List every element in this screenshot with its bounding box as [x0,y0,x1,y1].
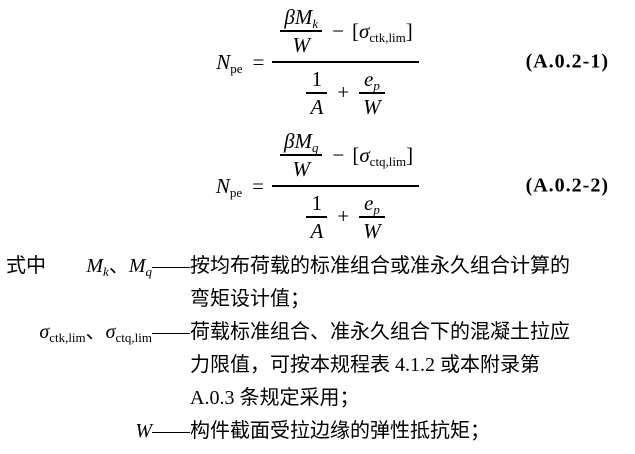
main-numerator: βMq W − [σctq,lim] [272,125,419,185]
enumeration-comma: 、 [108,255,129,277]
definition-dash: —— [152,255,190,277]
one-numerator: 1 [311,67,323,91]
definition-text-mk-mq: 按均布荷载的标准组合或准永久组合计算的弯矩设计值； [190,255,570,310]
definition-mk-mq: 式中 Mk、Mq —— 按均布荷载的标准组合或准永久组合计算的弯矩设计值； [0,250,635,316]
term-w: W [135,420,152,442]
w-denominator: W [292,156,310,181]
left-bracket: [ [352,142,360,167]
definition-text-w: 构件截面受拉边缘的弹性抵抗矩； [190,420,490,442]
n-pe-variable: Npe [216,50,242,75]
beta-mk-over-w-fraction: βMk W [280,4,323,58]
m-variable: M [86,255,104,277]
definition-text-sigma-limits: 荷载标准组合、准永久组合下的混凝土拉应力限值，可按本规程表 4.1.2 或本附录… [190,321,570,409]
ep-numerator: ep [360,66,384,92]
fraction-bar [280,30,323,32]
fraction-bar [280,154,323,156]
right-bracket: ] [405,18,413,43]
symbol-definitions: 式中 Mk、Mq —— 按均布荷载的标准组合或准永久组合计算的弯矩设计值； σc… [0,250,635,448]
e-variable: e [363,67,374,91]
m-variable: M [294,129,312,154]
sigma-symbol: σ [105,321,116,343]
equals-sign: = [252,173,264,198]
minus-sign: − [332,18,344,43]
k-subscript: k [312,16,319,32]
main-denominator: 1 A + ep W [298,63,392,123]
equation-2: Npe = βMq W − [σctq,lim] 1 [0,124,635,248]
beta-mq-over-w-fraction: βMq W [280,128,323,182]
p-subscript: p [373,78,380,93]
m-variable: M [294,5,313,30]
q-subscript: q [145,264,153,279]
ep-over-w-fraction: ep W [359,66,385,120]
definition-sigma-limits: σctk,lim、σctq,lim —— 荷载标准组合、准永久组合下的混凝土拉应… [0,316,635,415]
pe-subscript: pe [230,60,243,76]
definition-term-cell: σctk,lim、σctq,lim [0,316,152,349]
sigma-symbol: σ [359,142,370,167]
w-denominator: W [363,94,381,119]
ctq-lim-subscript: ctq,lim [115,330,152,345]
beta-mk-numerator: βMk [280,4,322,30]
main-fraction: βMq W − [σctq,lim] 1 A + [272,125,420,247]
ctq-lim-subscript: ctq,lim [369,153,407,169]
q-subscript: q [311,140,319,156]
p-subscript: p [373,202,380,217]
left-bracket: [ [351,18,359,43]
one-numerator: 1 [311,191,323,215]
a-denominator: A [310,218,324,243]
equation-2-expression: Npe = βMq W − [σctq,lim] 1 [216,125,420,247]
plus-sign: + [337,80,350,105]
m-variable: M [128,255,146,277]
fraction-bar [359,216,385,218]
w-denominator: W [292,32,310,57]
minus-sign: − [332,142,345,167]
ep-numerator: ep [360,190,384,216]
one-over-a-fraction: 1 A [306,66,328,120]
n-variable: N [215,173,230,198]
plus-sign: + [337,204,350,229]
term-mk-mq: Mk、Mq [86,255,153,279]
sigma-ctk-limit-bracket: [σctk,lim] [352,19,413,44]
where-label: 式中 [6,255,46,277]
enumeration-comma: 、 [85,321,106,343]
a-denominator: A [310,94,324,119]
equals-sign: = [252,49,265,74]
definition-term-cell: 式中 Mk、Mq [0,250,152,283]
beta-symbol: β [284,129,295,154]
main-numerator: βMk W − [σctk,lim] [272,1,418,61]
sigma-symbol: σ [39,321,50,343]
n-variable: N [216,49,231,74]
ctk-lim-subscript: ctk,lim [369,29,406,45]
main-fraction-bar [272,61,419,63]
main-denominator: 1 A + ep W [298,187,392,247]
definition-dash: —— [152,321,190,343]
pe-subscript: pe [229,184,243,200]
w-denominator: W [363,218,381,243]
definition-w: W —— 构件截面受拉边缘的弹性抵抗矩； [0,415,635,448]
fraction-bar [306,216,328,218]
equation-1-expression: Npe = βMk W − [σctk,lim] 1 [216,1,419,123]
one-over-a-fraction: 1 A [306,190,328,244]
fraction-bar [359,92,385,94]
definition-term-cell: W [0,415,152,448]
definition-dash: —— [152,420,190,442]
main-fraction-bar [272,185,420,187]
ep-over-w-fraction: ep W [359,190,385,244]
main-fraction: βMk W − [σctk,lim] 1 A + [272,1,419,123]
equation-1-number: (A.0.2-1) [525,50,609,73]
term-sigma-limits: σctk,lim、σctq,lim [39,321,152,345]
n-pe-variable: Npe [216,174,242,199]
sigma-ctq-limit-bracket: [σctq,lim] [352,143,413,168]
equation-1: Npe = βMk W − [σctk,lim] 1 [0,0,635,124]
beta-mq-numerator: βMq [280,128,322,154]
equation-2-number: (A.0.2-2) [525,174,609,197]
e-variable: e [363,191,374,215]
fraction-bar [306,92,328,94]
ctk-lim-subscript: ctk,lim [49,330,86,345]
sigma-symbol: σ [358,18,370,43]
k-subscript: k [103,264,109,279]
beta-symbol: β [284,5,295,30]
right-bracket: ] [406,142,414,167]
